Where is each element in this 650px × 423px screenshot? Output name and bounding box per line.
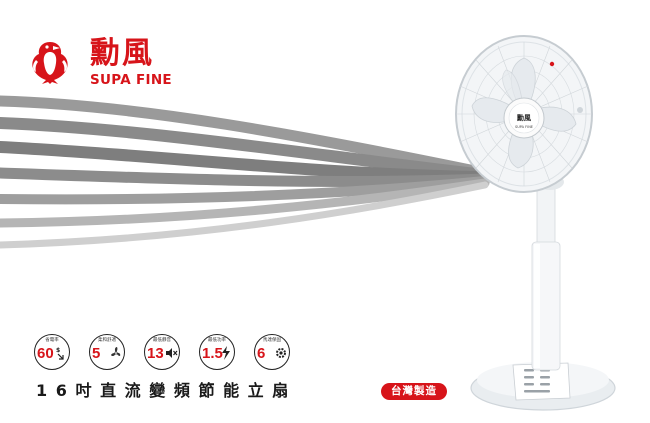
fan-hub-sub: SUPA FINE xyxy=(515,125,533,129)
feature-ring xyxy=(199,334,235,370)
feature-ring xyxy=(254,334,290,370)
mute-icon xyxy=(166,348,178,358)
feature-badge-energy: 省電率 60 $ xyxy=(34,334,72,372)
feature-caption: 柔和舒適 xyxy=(98,338,116,343)
fan-hub-logo: 勳風 xyxy=(517,113,531,122)
feature-badge-power: 最低功率 1.5 xyxy=(199,334,237,372)
feature-ring xyxy=(89,334,125,370)
feature-badge-speed: 柔和舒適 5 xyxy=(89,334,127,372)
brand-name-en: SUPA FINE xyxy=(90,72,172,88)
brand-name-cn: 勳風 xyxy=(90,36,154,71)
product-title: 16吋直流變頻節能立扇 xyxy=(36,381,297,400)
brand-block: 勳風 SUPA FINE xyxy=(28,36,228,96)
swoosh-graphic xyxy=(0,95,491,249)
feature-number: 13 xyxy=(147,345,164,362)
feature-badge-warranty: 馬達保固 6 xyxy=(254,334,292,372)
made-in-taiwan-badge: 台灣製造 xyxy=(381,383,447,400)
feature-caption: 最低靜音 xyxy=(153,338,171,343)
feature-number: 6 xyxy=(257,345,266,362)
feature-ring xyxy=(34,334,70,370)
feature-caption: 馬達保固 xyxy=(263,338,281,343)
fan-blade-icon xyxy=(111,347,121,357)
feature-badge-quiet: 最低靜音 13 xyxy=(144,334,182,372)
feature-ring xyxy=(144,334,180,370)
feature-number: 60 xyxy=(37,345,54,362)
dc-power-icon xyxy=(222,346,230,360)
feature-caption: 最低功率 xyxy=(208,338,226,343)
motor-gear-icon xyxy=(276,348,286,358)
svg-text:$: $ xyxy=(56,347,60,354)
feature-caption: 省電率 xyxy=(45,338,59,343)
penguin-logo-icon xyxy=(32,42,68,84)
standing-fan-image: 勳風 SUPA FINE xyxy=(455,35,616,411)
feature-number: 1.5 xyxy=(202,345,223,362)
feature-badges: 省電率 60 $ 柔和舒適 5 最低靜音 xyxy=(34,334,354,374)
feature-number: 5 xyxy=(92,345,101,362)
save-money-icon: $ xyxy=(56,347,64,360)
